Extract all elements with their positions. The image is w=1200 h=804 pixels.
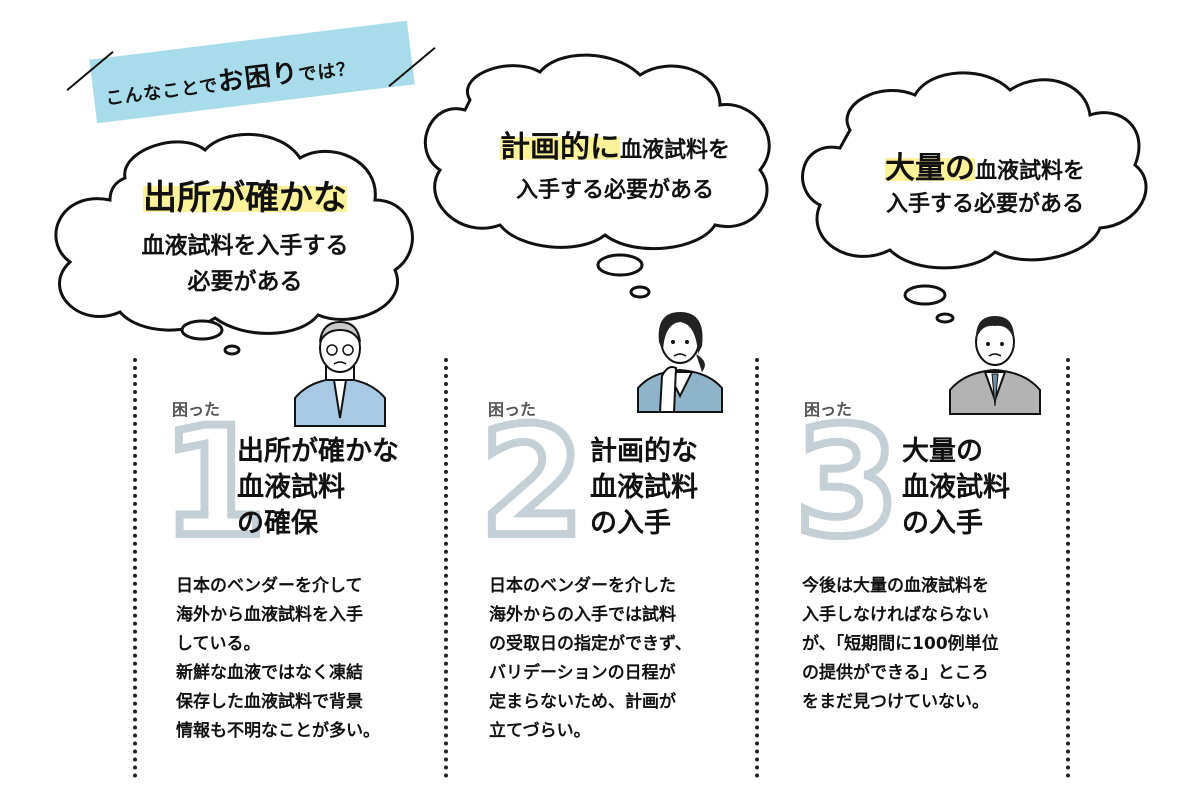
- problem-1-title: 出所が確かな 血液試料 の確保: [237, 436, 399, 539]
- problem-3-number: 3: [791, 396, 903, 570]
- problem-2-body: 日本のベンダーを介した 海外からの入手では試料 の受取日の指定ができず、 バリデ…: [489, 576, 692, 741]
- divider-2: [444, 358, 448, 778]
- cloud-2-headline: 計画的に血液試料を: [499, 130, 730, 165]
- cloud-2-line-2: 入手する必要がある: [515, 178, 714, 203]
- divider-3: [755, 358, 759, 778]
- problem-3-body: 今後は大量の血液試料を 入手しなければならない が、「短期間に100例単位 の提…: [802, 576, 999, 712]
- problem-2-label: 困った: [488, 400, 537, 419]
- worried-businessman-icon: [949, 316, 1041, 415]
- problem-2-number: 2: [476, 396, 588, 570]
- cloud-1-line-3: 必要がある: [187, 269, 303, 295]
- problem-1-label: 困った: [172, 400, 221, 419]
- problem-1-number: 1: [158, 396, 270, 570]
- divider-4: [1066, 358, 1070, 778]
- cloud-1-line-2: 血液試料を入手する: [141, 233, 349, 259]
- divider-1: [133, 358, 137, 778]
- problem-2-title: 計画的な 血液試料 の入手: [590, 436, 698, 539]
- problem-3-label: 困った: [804, 400, 853, 419]
- cloud-3-headline: 大量の血液試料を: [884, 151, 1085, 186]
- cloud-1-headline: 出所が確かな: [143, 178, 347, 218]
- worried-woman-icon: [637, 312, 723, 413]
- problem-1-body: 日本のベンダーを介して 海外から血液試料を入手 している。 新鮮な血液ではなく凍…: [176, 576, 380, 741]
- problem-3-title: 大量の 血液試料 の入手: [902, 436, 1010, 539]
- cloud-3-line-2: 入手する必要がある: [885, 192, 1084, 217]
- worried-elderly-man-icon: [294, 320, 386, 427]
